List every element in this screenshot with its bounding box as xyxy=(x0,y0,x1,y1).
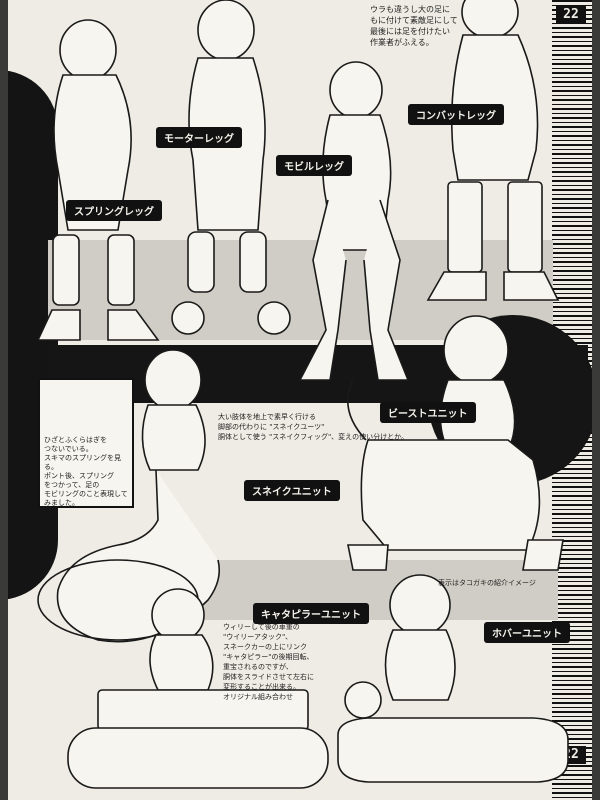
beast-unit-figure xyxy=(346,315,564,571)
note-caterpillar: ウィリーして後の車重の "ウイリーアタック"、 スネークカーの上にリンク "キャ… xyxy=(223,623,314,701)
label-hover-unit: ホバーユニット xyxy=(484,622,570,643)
mobile-leg-figure xyxy=(298,61,410,381)
motor-leg-figure xyxy=(171,0,291,335)
label-motor-leg: モーターレッグ xyxy=(156,127,242,148)
spring-detail-inset: ひざとふくらはぎを つないでいる。 スキマのスプリングを見る。 ポント後、スプリ… xyxy=(38,378,134,508)
label-mobile-leg: モビルレッグ xyxy=(276,155,352,176)
label-combat-leg: コンバットレッグ xyxy=(408,104,504,125)
label-caterpillar-unit: キャタピラーユニット xyxy=(253,603,369,624)
page-number-top: 22 xyxy=(556,6,586,24)
note-hover: 表示はタコガキの紹介イメージ xyxy=(438,579,536,587)
label-beast-unit: ビーストユニット xyxy=(380,402,476,423)
inset-note: ひざとふくらはぎを つないでいる。 スキマのスプリングを見る。 ポント後、スプリ… xyxy=(44,436,128,507)
note-top-right: ウラも違うし大の足に もに付けて素敵足にして 最後には足を付けたい 作業者がふえ… xyxy=(370,5,458,47)
note-snake: 大い肢体を地上で素早く行ける 脚部の代わりに "スネイクユーツ" 胴体として使う… xyxy=(218,413,409,441)
caterpillar-unit-figure xyxy=(67,588,329,789)
manga-page: 22 22 xyxy=(8,0,592,800)
label-snake-unit: スネイクユニット xyxy=(244,480,340,501)
hover-unit-figure xyxy=(337,574,569,783)
robot-leg-illustrations xyxy=(36,0,569,789)
label-spring-leg: スプリングレッグ xyxy=(66,200,162,221)
spring-leg-figure xyxy=(36,19,160,341)
